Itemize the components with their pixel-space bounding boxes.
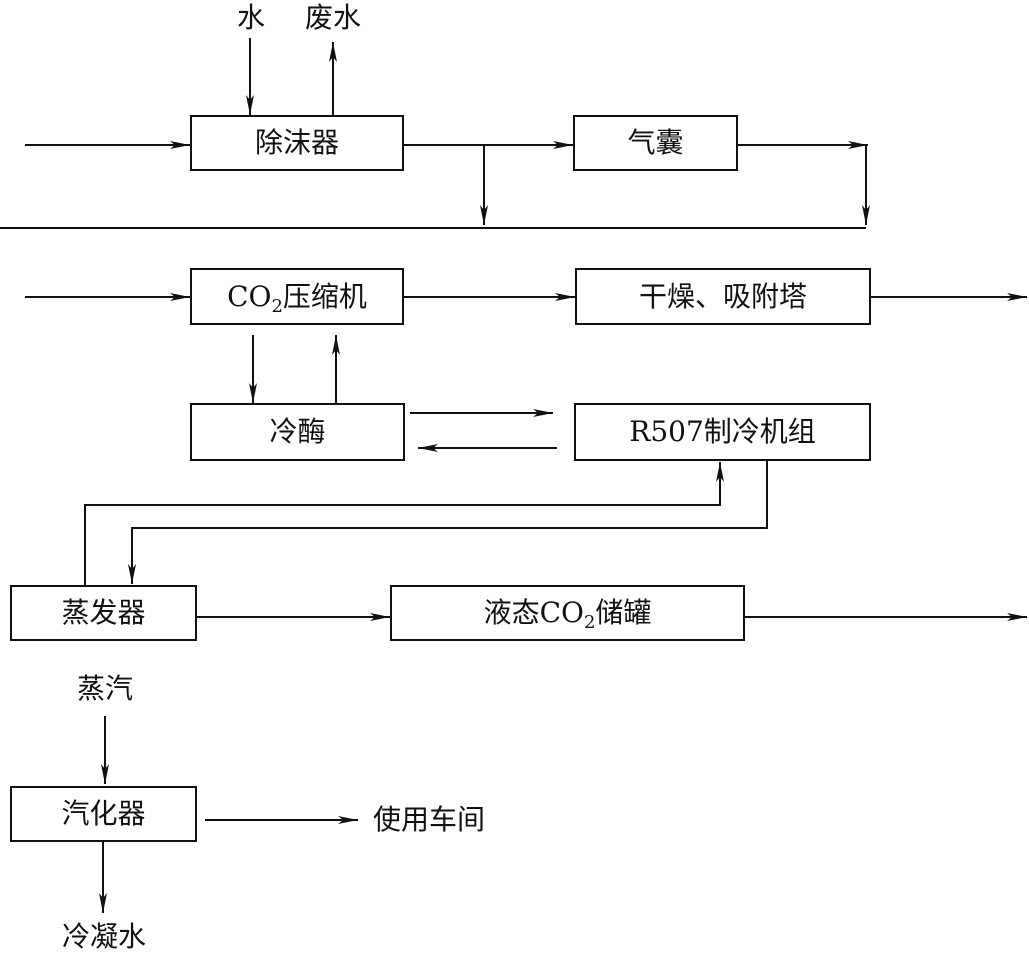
liquid-co2-tank-label: 液态CO2储罐 bbox=[483, 596, 652, 633]
refrigeration-unit-box: R507制冷机组 bbox=[574, 403, 871, 461]
evaporator-box: 蒸发器 bbox=[10, 585, 197, 641]
vaporizer-box: 汽化器 bbox=[10, 786, 197, 842]
gas-bag-label: 气囊 bbox=[627, 126, 684, 159]
demister-box: 除沫器 bbox=[190, 115, 404, 171]
waste-water-label: 废水 bbox=[305, 1, 362, 34]
cold-brine-box: 冷酶 bbox=[190, 403, 405, 461]
co2-compressor-label: CO2压缩机 bbox=[227, 279, 367, 317]
condensate-label: 冷凝水 bbox=[62, 920, 147, 953]
evaporator-to-refrigeration-line bbox=[84, 462, 724, 585]
vaporizer-label: 汽化器 bbox=[61, 797, 146, 830]
evaporator-label: 蒸发器 bbox=[61, 596, 146, 629]
refrigeration-unit-label: R507制冷机组 bbox=[629, 415, 816, 448]
workshop-label: 使用车间 bbox=[373, 803, 486, 836]
refrigeration-to-evaporator-line bbox=[128, 460, 768, 584]
gas-bag-box: 气囊 bbox=[573, 115, 738, 171]
co2-compressor-box: CO2压缩机 bbox=[190, 268, 404, 325]
dryer-adsorber-box: 干燥、吸附塔 bbox=[575, 268, 871, 325]
steam-label: 蒸汽 bbox=[77, 672, 134, 705]
demister-label: 除沫器 bbox=[254, 126, 339, 159]
dryer-adsorber-label: 干燥、吸附塔 bbox=[638, 279, 807, 313]
liquid-co2-tank-box: 液态CO2储罐 bbox=[390, 585, 745, 641]
cold-brine-label: 冷酶 bbox=[269, 415, 326, 448]
water-label: 水 bbox=[237, 1, 266, 34]
